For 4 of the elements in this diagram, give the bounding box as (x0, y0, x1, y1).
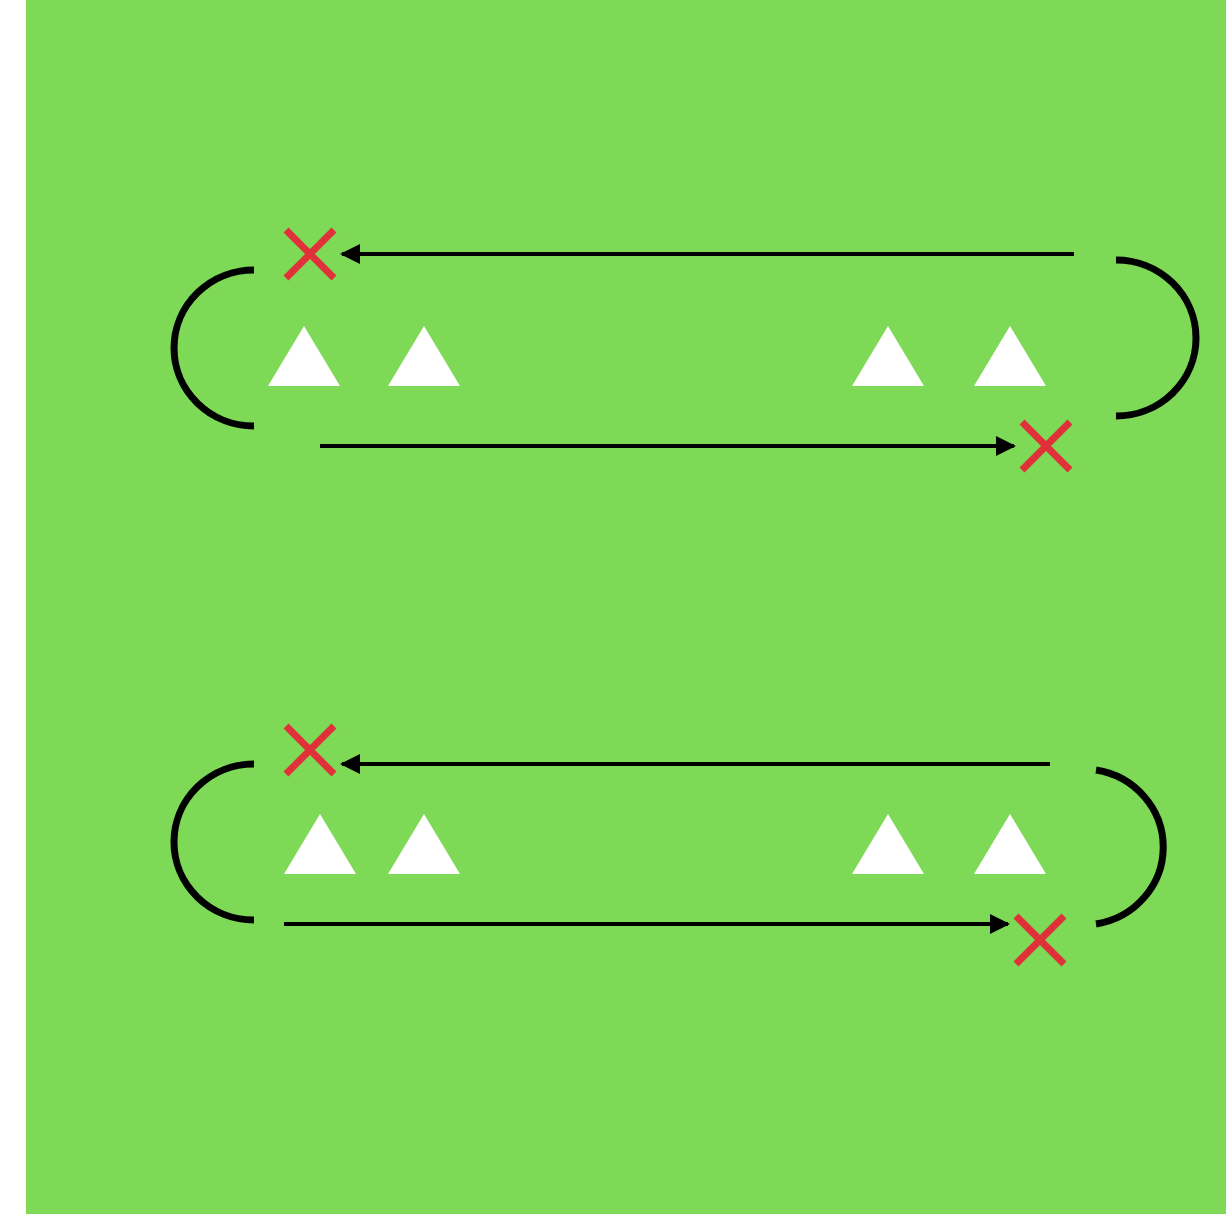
run-arrow (340, 754, 1050, 774)
run-arrow (284, 914, 1010, 934)
run-arrow (340, 244, 1074, 264)
run-arrow (320, 436, 1016, 456)
